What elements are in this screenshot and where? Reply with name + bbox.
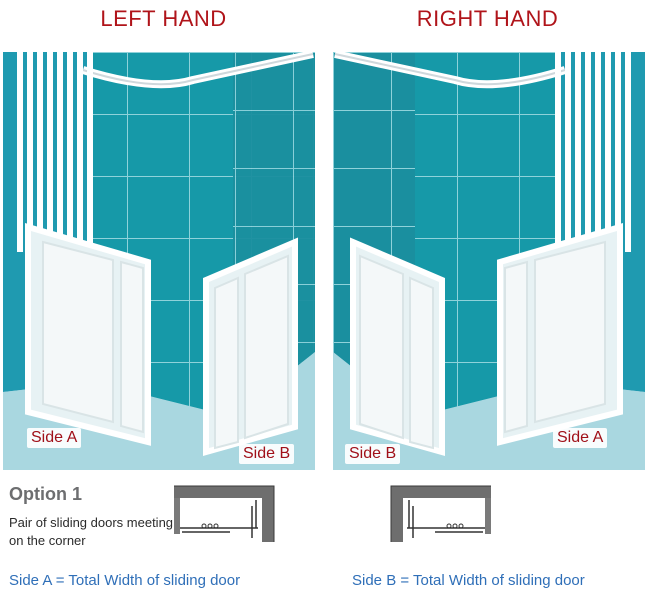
left-footer-text: Side A = Total Width of sliding door xyxy=(9,572,241,589)
right-hand-heading: RIGHT HAND xyxy=(416,6,559,31)
left-hand-illustration: Side A Side B xyxy=(3,52,315,470)
right-side-b-label: Side B xyxy=(345,444,401,464)
left-hand-heading: LEFT HAND xyxy=(100,6,227,31)
option-description: Pair of sliding doors meeting on the cor… xyxy=(9,515,174,548)
right-plan-diagram xyxy=(385,478,495,553)
right-hand-illustration: Side B Side A xyxy=(333,52,645,470)
left-plan-diagram xyxy=(170,478,280,553)
option-title: Option 1 xyxy=(9,484,82,504)
right-side-a-label: Side A xyxy=(553,428,608,448)
left-side-a-label: Side A xyxy=(27,428,82,448)
left-side-b-label: Side B xyxy=(239,444,295,464)
right-footer-text: Side B = Total Width of sliding door xyxy=(352,572,585,589)
